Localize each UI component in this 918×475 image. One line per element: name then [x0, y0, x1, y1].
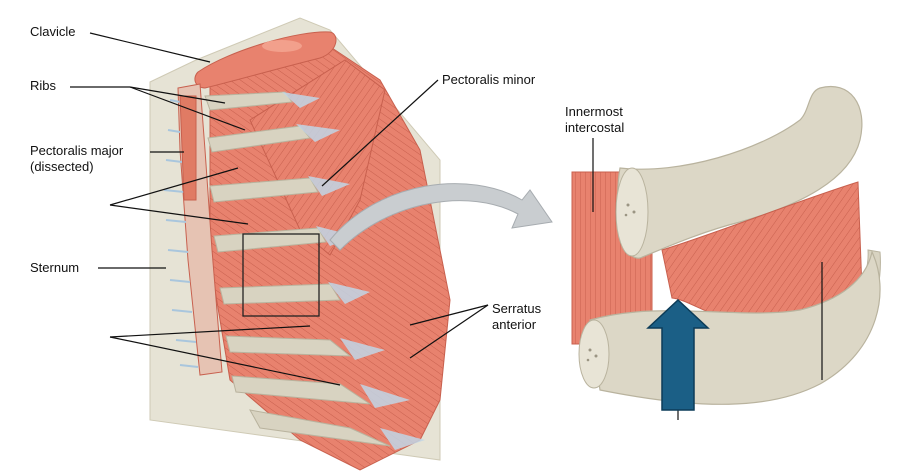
leader-branch-b1 — [109, 325, 311, 338]
rib — [219, 283, 341, 305]
magnify-curved-arrow — [329, 183, 553, 251]
leader-branch-b2 — [109, 336, 341, 386]
label-innermost-line2: intercostal — [565, 120, 625, 135]
label-serratus-anterior: Serratus anterior — [492, 301, 541, 333]
label-clavicle: Clavicle — [30, 24, 76, 39]
magnification-box — [242, 233, 320, 317]
rib — [209, 177, 319, 203]
pectoralis-major-stump — [179, 95, 197, 201]
ribs-group — [204, 91, 391, 447]
upper-rib-cut-surface — [615, 167, 649, 257]
label-innermost-intercostal: Innermost intercostal — [565, 104, 624, 136]
leader-clavicle — [89, 32, 211, 63]
rib — [204, 91, 293, 111]
upper-rib-bone — [617, 85, 863, 259]
tendon — [308, 176, 350, 196]
tendon — [380, 428, 425, 450]
tendon — [328, 282, 370, 304]
leader-branch-a1 — [109, 167, 239, 206]
upper-rib-pores — [624, 203, 636, 217]
thorax-illustration — [70, 17, 489, 471]
blue-up-arrow — [646, 298, 710, 411]
lower-rib-pores — [586, 348, 598, 362]
label-ribs: Ribs — [30, 78, 57, 93]
rib — [207, 125, 311, 153]
rib — [231, 375, 371, 405]
leader-lines — [70, 32, 489, 386]
rib — [225, 335, 352, 357]
label-sternum: Sternum — [30, 260, 80, 275]
leader-ribs-2 — [129, 86, 226, 104]
leader-branch-a2 — [109, 204, 249, 225]
label-pectoralis-major: Pectoralis major (dissected) — [30, 143, 123, 175]
sternum-tendon-fringe — [163, 99, 199, 368]
leader-ribs-3 — [129, 86, 246, 131]
magnified-intercostal-view — [571, 85, 881, 420]
label-innermost-line1: Innermost — [565, 104, 623, 119]
rib — [249, 409, 391, 447]
label-serratus-line2: anterior — [492, 317, 537, 332]
tendon — [360, 384, 410, 408]
label-pectoralis-minor: Pectoralis minor — [442, 72, 536, 87]
label-pectoralis-major-line2: (dissected) — [30, 159, 94, 174]
tendon — [340, 338, 385, 360]
tendon — [282, 92, 320, 108]
tendon — [296, 124, 340, 142]
leader-serratus-2 — [409, 304, 489, 359]
clavicle-cut-surface — [262, 40, 302, 52]
label-pectoralis-major-line1: Pectoralis major — [30, 143, 124, 158]
leader-serratus-1 — [409, 304, 489, 326]
leader-pecminor — [321, 79, 439, 187]
label-serratus-line1: Serratus — [492, 301, 542, 316]
lower-rib-cut-surface — [578, 319, 610, 389]
